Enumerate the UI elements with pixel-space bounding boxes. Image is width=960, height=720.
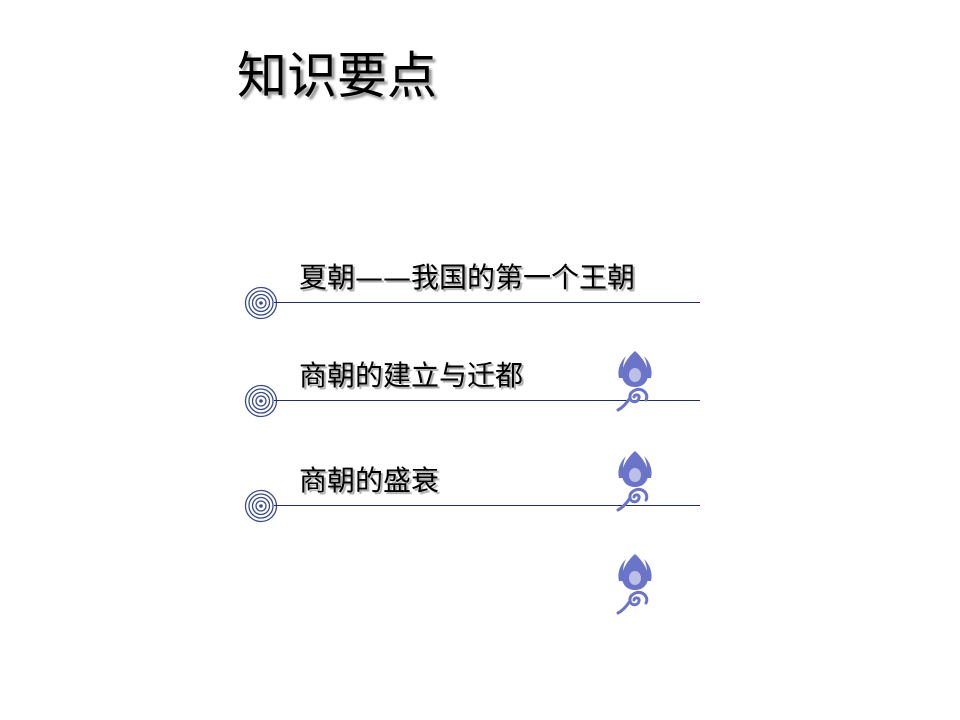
- concentric-circles-icon: [244, 384, 278, 418]
- slide-title: 知识要点: [237, 47, 437, 105]
- concentric-circles-icon: [244, 489, 278, 523]
- list-item: 夏朝——我国的第一个王朝: [244, 260, 700, 320]
- list-item: 商朝的建立与迁都: [244, 358, 700, 418]
- underline-divider: [274, 302, 700, 303]
- underline-divider: [274, 400, 700, 401]
- list-item: 商朝的盛衰: [244, 463, 700, 523]
- list-item-label: 夏朝——我国的第一个王朝: [299, 261, 636, 294]
- concentric-circles-icon: [244, 286, 278, 320]
- flower-ornament-icon: [616, 554, 652, 615]
- flower-ornament-icon: [616, 351, 652, 412]
- list-item-label: 商朝的建立与迁都: [299, 359, 524, 392]
- list-item-label: 商朝的盛衰: [299, 464, 440, 497]
- underline-divider: [274, 505, 700, 506]
- flower-ornament-icon: [616, 451, 652, 512]
